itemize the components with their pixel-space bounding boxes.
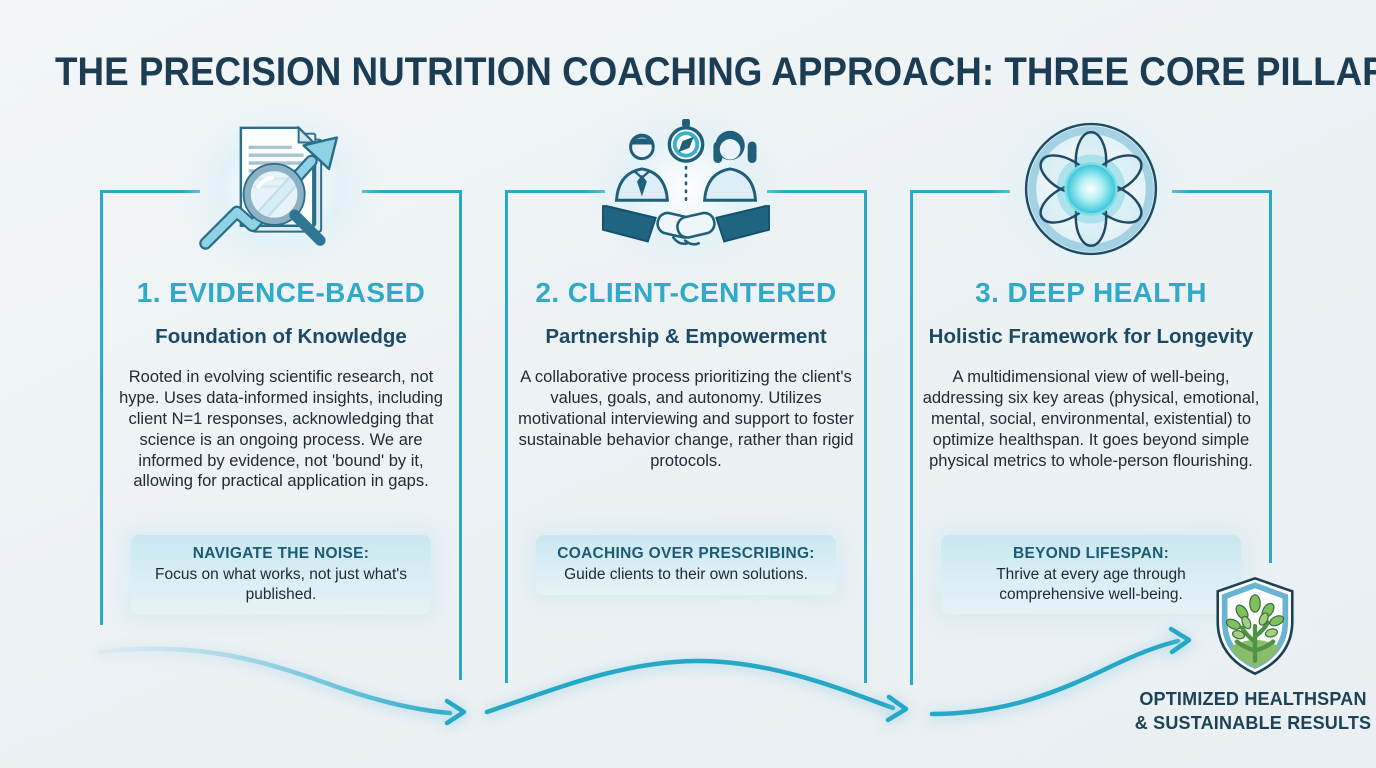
callout-body: Guide clients to their own solutions. (564, 566, 808, 584)
callout-title: NAVIGATE THE NOISE: (192, 545, 370, 563)
pillar-body-text: Rooted in evolving scientific research, … (119, 368, 443, 491)
callout-body: Thrive at every age through comprehensiv… (996, 566, 1186, 603)
pillar-subtitle: Partnership & Empowerment (545, 324, 827, 348)
frame-right-line (1269, 190, 1272, 563)
frame-left-line (505, 190, 508, 683)
partnership-handshake-compass-icon (586, 102, 786, 276)
callout-title: BEYOND LIFESPAN: (1012, 545, 1170, 563)
pillar-body-text: A multidimensional view of well-being, a… (922, 368, 1260, 470)
pillar-callout: NAVIGATE THE NOISE: Focus on what works,… (131, 535, 431, 615)
outcome-label-line2: & SUSTAINABLE RESULTS (1134, 712, 1372, 733)
pillar-subtitle: Foundation of Knowledge (155, 324, 407, 348)
flow-arrow-1 (97, 646, 453, 716)
page-title: THE PRECISION NUTRITION COACHING APPROAC… (55, 50, 1376, 94)
pillar-heading: 2. CLIENT-CENTERED (535, 277, 837, 308)
pillar-heading: 1. EVIDENCE-BASED (136, 277, 426, 308)
flow-arrowhead-2 (885, 694, 909, 723)
outcome-label: OPTIMIZED HEALTHSPAN & SUSTAINABLE RESUL… (1118, 688, 1376, 736)
flow-arrowhead-3 (1168, 626, 1192, 655)
outcome-label-line1: OPTIMIZED HEALTHSPAN (1139, 689, 1367, 709)
pillar-heading: 3. DEEP HEALTH (975, 277, 1207, 308)
pillar-callout: COACHING OVER PRESCRIBING: Guide clients… (536, 535, 836, 595)
pillar-column-deep-health: 3. DEEP HEALTH Holistic Framework for Lo… (910, 102, 1272, 685)
deep-health-mandala-icon (991, 102, 1191, 276)
pillar-callout: BEYOND LIFESPAN: Thrive at every age thr… (941, 535, 1241, 615)
callout-title: COACHING OVER PRESCRIBING: (557, 545, 815, 563)
pillar-column-evidence-based: 1. EVIDENCE-BASED Foundation of Knowledg… (100, 102, 462, 680)
flow-arrow-2 (484, 658, 896, 715)
callout-body: Focus on what works, not just what's pub… (155, 566, 407, 603)
research-document-magnifier-trend-icon (181, 102, 381, 276)
flow-arrowhead-1 (444, 698, 467, 726)
shield-tree-icon (1206, 574, 1304, 683)
frame-right-line (864, 190, 867, 683)
pillar-subtitle: Holistic Framework for Longevity (928, 324, 1254, 348)
frame-left-line (100, 190, 103, 625)
pillar-column-client-centered: 2. CLIENT-CENTERED Partnership & Empower… (505, 102, 867, 683)
pillar-body-text: A collaborative process prioritizing the… (518, 368, 854, 470)
frame-left-line (910, 190, 913, 685)
frame-right-line (459, 190, 462, 680)
